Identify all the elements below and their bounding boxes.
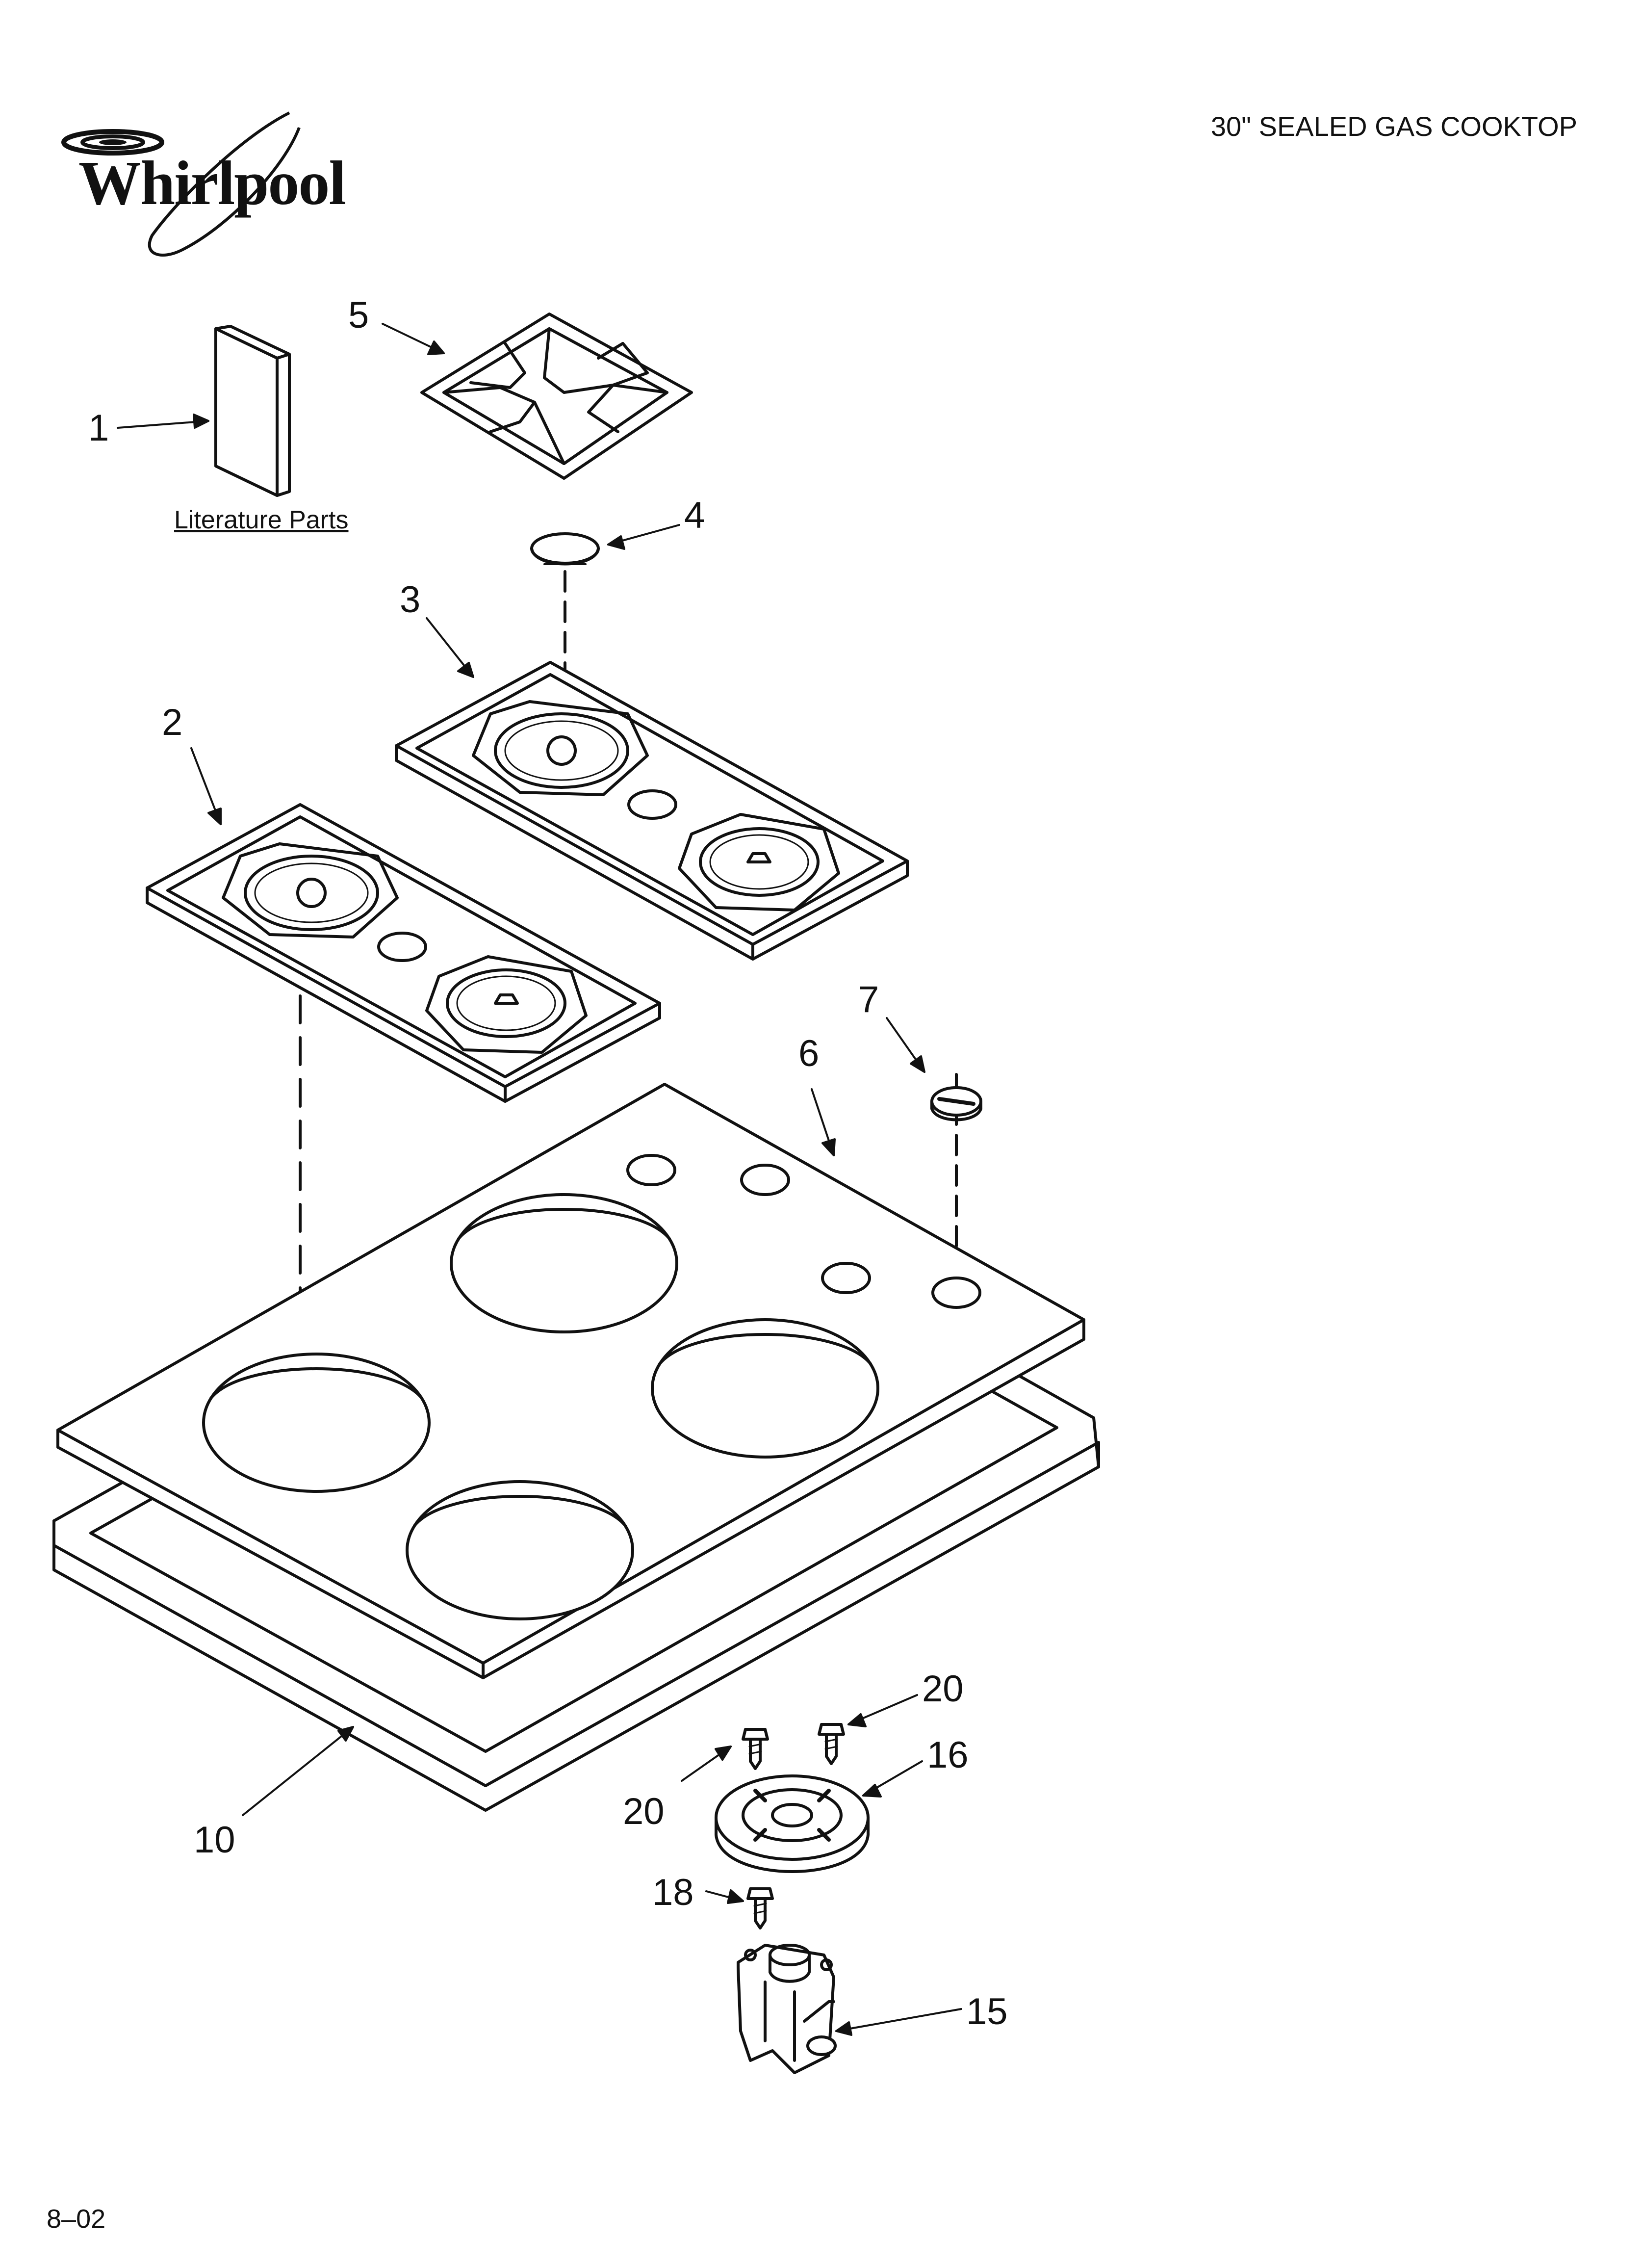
leader-arrow-10 xyxy=(242,1726,354,1816)
callout-5: 5 xyxy=(348,294,369,336)
callout-16: 16 xyxy=(927,1734,969,1776)
callout-1: 1 xyxy=(88,407,109,449)
brand-name: Whirlpool xyxy=(78,148,346,218)
diagram-title: 30" SEALED GAS COOKTOP xyxy=(1210,111,1577,142)
callout-3: 3 xyxy=(400,579,421,621)
callout-4: 4 xyxy=(684,495,705,536)
callout-7: 7 xyxy=(858,979,879,1020)
screw-part-18 xyxy=(746,1887,774,1929)
callout-2: 2 xyxy=(162,702,183,743)
screw-part-20-right xyxy=(818,1723,845,1765)
callout-6: 6 xyxy=(798,1033,820,1074)
burner-base-part-16 xyxy=(715,1774,870,1873)
cooktop-surface-part-6 xyxy=(56,1083,1085,1679)
burner-grate-part-5 xyxy=(420,313,693,480)
orifice-holder-part-15 xyxy=(737,1944,837,2074)
footer-code: 8–02 xyxy=(47,2204,106,2234)
callout-18: 18 xyxy=(652,1872,694,1913)
burner-box-left-part-2 xyxy=(146,803,661,1103)
literature-booklet-part-1 xyxy=(214,325,291,497)
logo-swirl-icon xyxy=(61,111,301,257)
leader-arrow-15 xyxy=(835,2008,962,2032)
burner-box-right-part-3 xyxy=(395,661,909,961)
callout-20-right: 20 xyxy=(922,1668,964,1710)
callout-15: 15 xyxy=(966,1991,1008,2033)
callout-20-left: 20 xyxy=(623,1791,665,1832)
control-knob-part-7 xyxy=(930,1086,982,1121)
callout-10: 10 xyxy=(194,1819,235,1861)
screw-part-20-left xyxy=(742,1728,769,1770)
leader-lines xyxy=(117,323,962,2036)
burner-cap-part-4 xyxy=(530,532,600,688)
literature-parts-label: Literature Parts xyxy=(174,506,349,534)
